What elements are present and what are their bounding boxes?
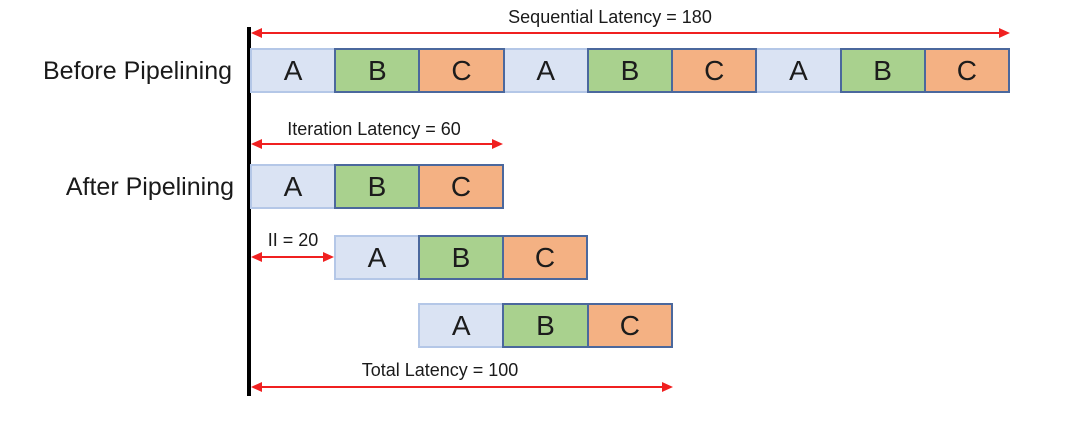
timeline-start-line bbox=[247, 27, 251, 396]
arrow-line bbox=[262, 256, 323, 258]
before-pipelining-label: Before Pipelining bbox=[42, 57, 232, 85]
arrow-line bbox=[262, 143, 492, 145]
sequential-latency-arrow bbox=[251, 28, 1010, 38]
stage-block-a: A bbox=[755, 48, 842, 93]
arrow-line bbox=[262, 386, 662, 388]
after-pipelining-label: After Pipelining bbox=[65, 173, 234, 201]
stage-block-b: B bbox=[334, 48, 421, 93]
arrowhead-right-icon bbox=[662, 382, 673, 392]
iteration-latency-label: Iteration Latency = 60 bbox=[287, 119, 461, 139]
arrowhead-right-icon bbox=[492, 139, 503, 149]
arrowhead-left-icon bbox=[251, 382, 262, 392]
total-latency-label: Total Latency = 100 bbox=[361, 360, 519, 380]
stage-block-c: C bbox=[502, 235, 588, 280]
stage-block-c: C bbox=[671, 48, 758, 93]
stage-block-b: B bbox=[334, 164, 420, 209]
arrowhead-left-icon bbox=[251, 252, 262, 262]
stage-block-b: B bbox=[586, 48, 674, 93]
stage-block-a: A bbox=[418, 303, 505, 348]
arrowhead-left-icon bbox=[251, 28, 262, 38]
stage-block-c: C bbox=[418, 164, 504, 209]
initiation-interval-label: II = 20 bbox=[267, 230, 319, 250]
stage-block-c: C bbox=[923, 48, 1010, 93]
stage-block-a: A bbox=[250, 164, 336, 209]
stage-block-c: C bbox=[586, 303, 673, 348]
stage-block-c: C bbox=[418, 48, 505, 93]
iteration-latency-arrow bbox=[251, 139, 503, 149]
arrowhead-left-icon bbox=[251, 139, 262, 149]
stage-block-b: B bbox=[502, 303, 589, 348]
stage-block-a: A bbox=[334, 235, 420, 280]
total-latency-arrow bbox=[251, 382, 673, 392]
stage-block-a: A bbox=[502, 48, 589, 93]
stage-block-b: B bbox=[418, 235, 504, 280]
stage-block-b: B bbox=[839, 48, 926, 93]
arrowhead-right-icon bbox=[323, 252, 334, 262]
arrowhead-right-icon bbox=[999, 28, 1010, 38]
sequential-latency-label: Sequential Latency = 180 bbox=[508, 7, 712, 27]
initiation-interval-arrow bbox=[251, 252, 334, 262]
stage-block-a: A bbox=[250, 48, 337, 93]
arrow-line bbox=[262, 32, 999, 34]
